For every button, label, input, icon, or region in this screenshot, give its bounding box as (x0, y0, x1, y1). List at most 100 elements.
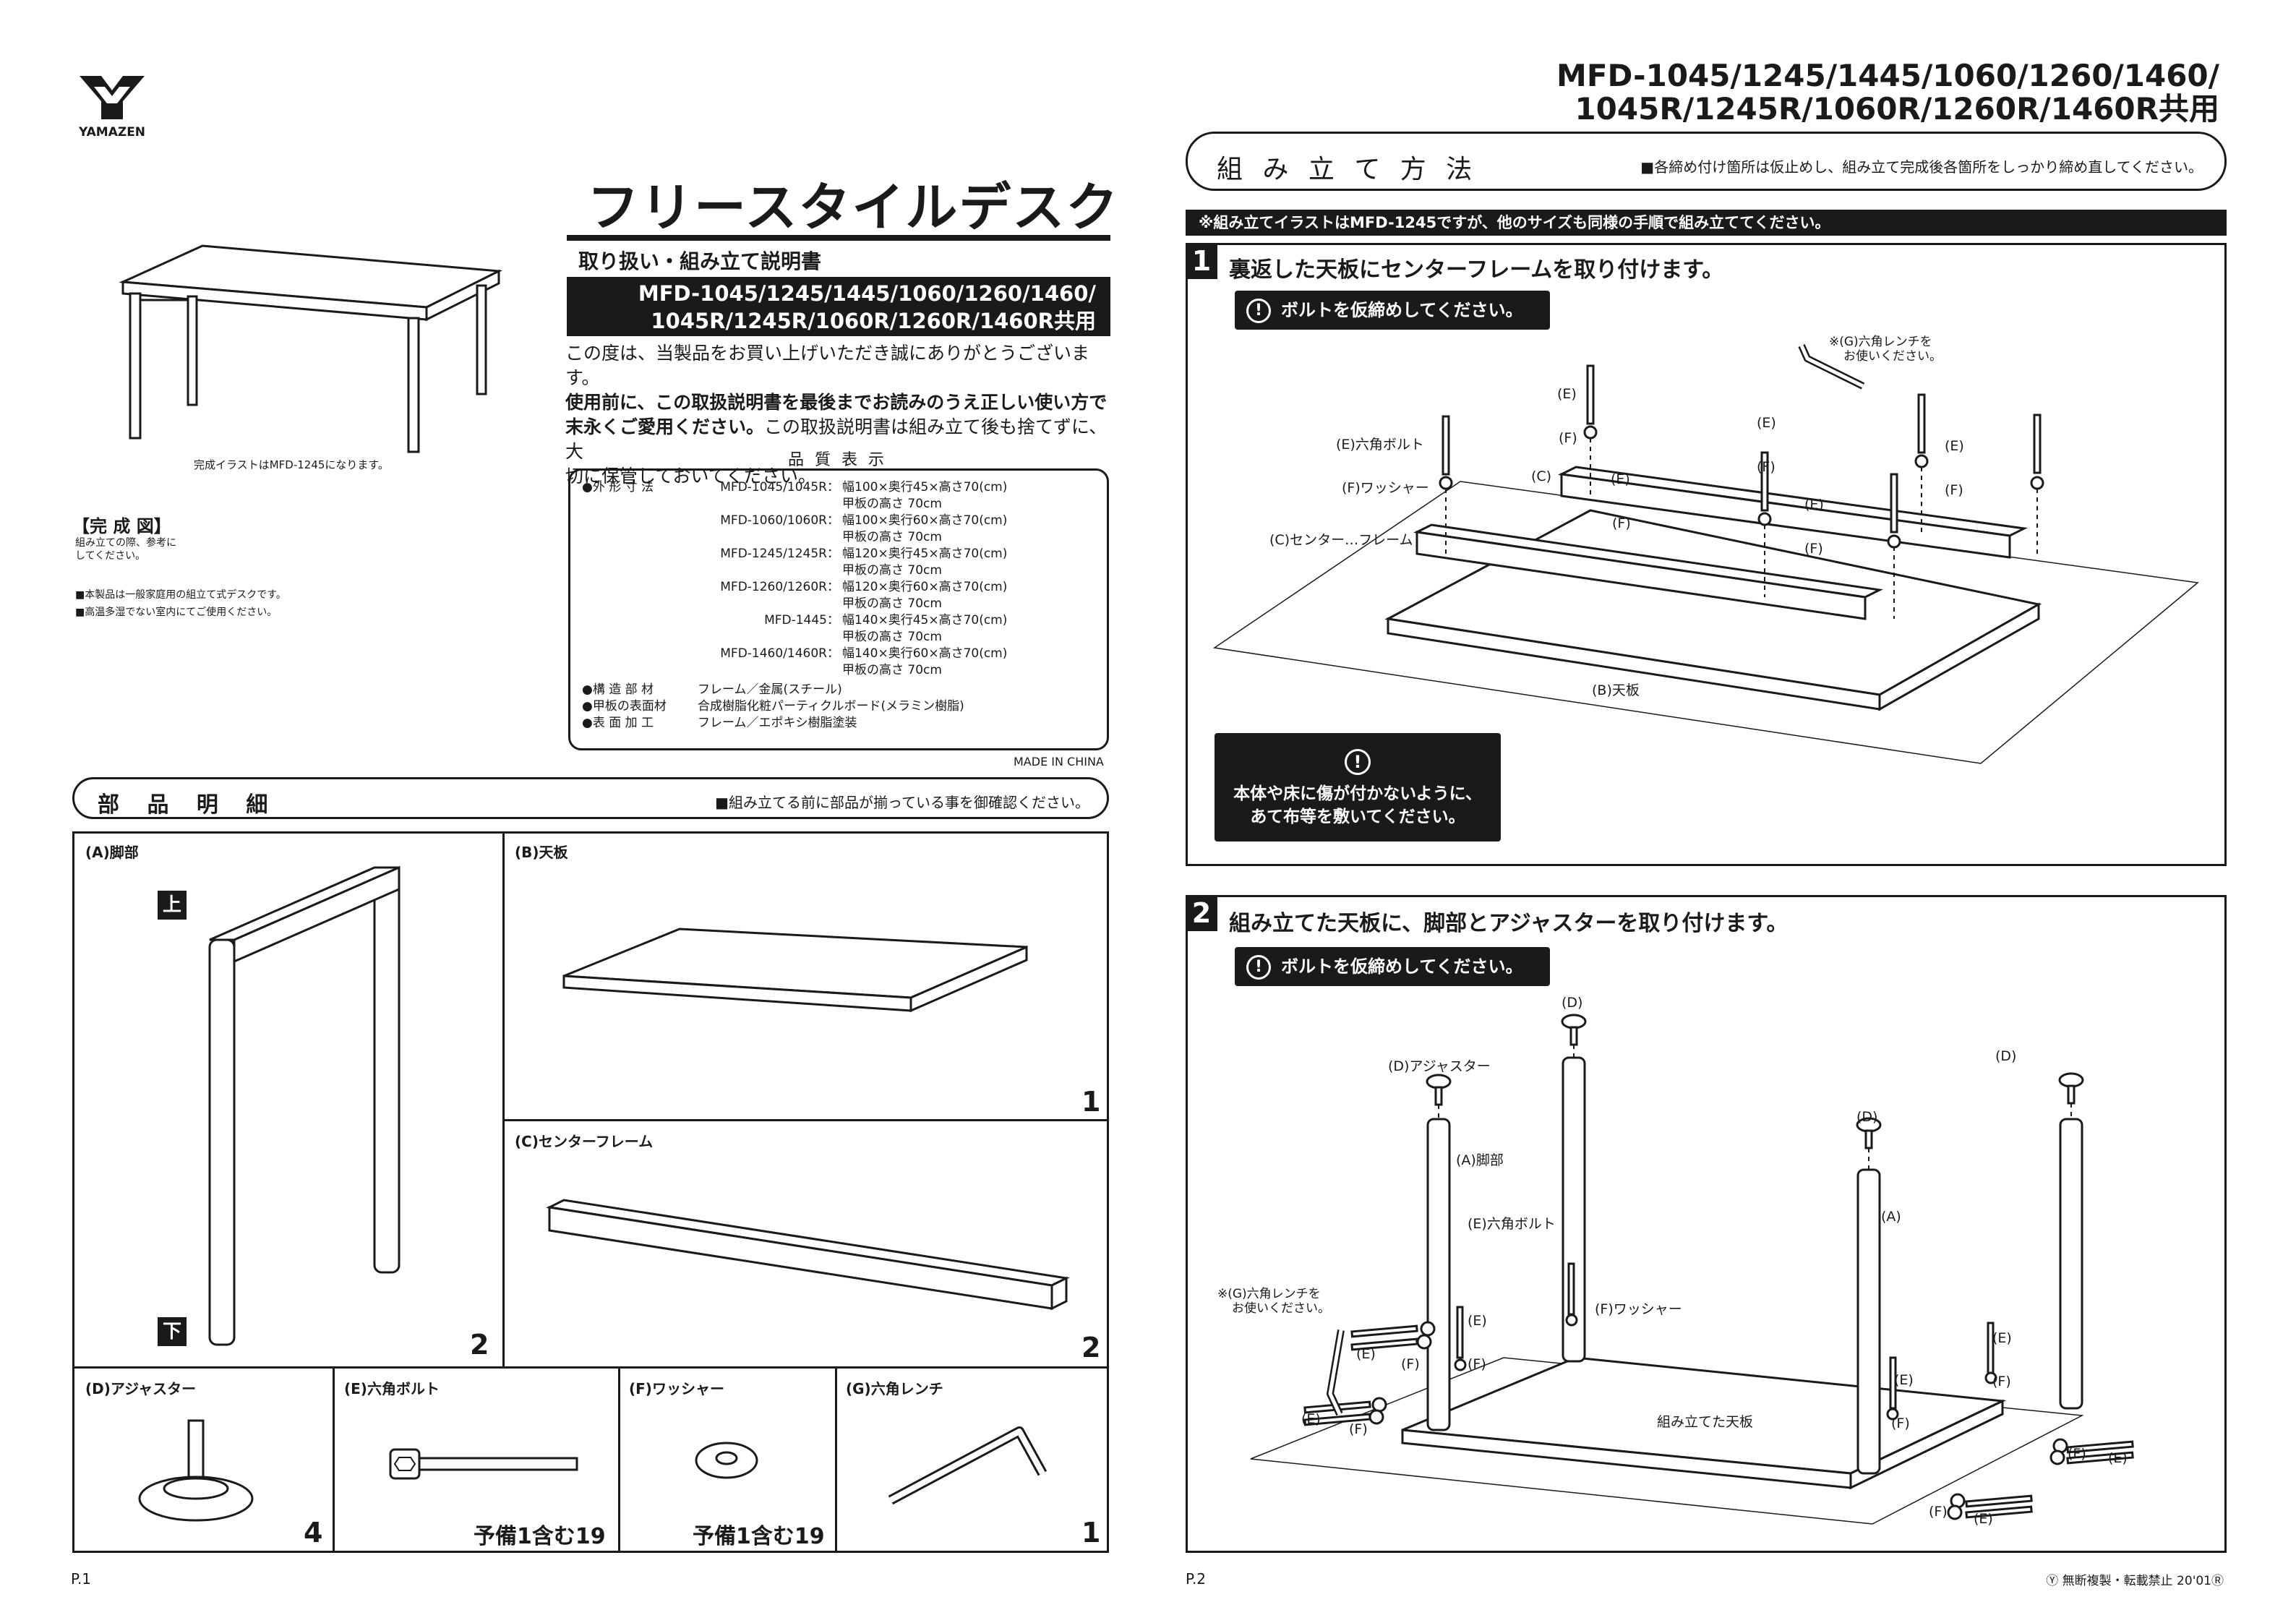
s1-f-5: (F) (1945, 482, 1963, 498)
material-key: ●構 造 部 材 (582, 682, 654, 697)
part-a-top-label: 上 (158, 891, 187, 920)
spec-value: 甲板の高さ 70cm (842, 497, 942, 511)
product-title: フリースタイルデスク (587, 177, 1120, 238)
warning-icon: ! (1246, 955, 1271, 980)
spec-model: MFD-1260/1260R： (720, 580, 839, 594)
spec-model: MFD-1460/1460R： (720, 646, 839, 661)
p2-models-line-2: 1045R/1245R/1060R/1260R/1460R共用 (1575, 91, 2219, 127)
intro-line-3a: 末永くご愛用ください。 (565, 416, 765, 437)
material-row: ●甲板の表面材合成樹脂化粧パーティクルボード(メラミン樹脂) (582, 698, 1095, 715)
s2-d-adjuster: (D)アジャスター (1388, 1058, 1491, 1074)
p2-models: MFD-1045/1245/1445/1060/1260/1460/ 1045R… (1374, 59, 2219, 126)
spec-value: 甲板の高さ 70cm (842, 630, 942, 644)
part-a-bottom-label: 下 (158, 1317, 187, 1346)
grid-vline-4 (835, 1366, 837, 1553)
illustration-note: ※組み立てイラストはMFD-1245ですが、他のサイズも同様の手順で組み立ててく… (1186, 210, 2227, 236)
step2-illustration (1186, 895, 2227, 1553)
spec-key: ●外 形 寸 法 (582, 480, 654, 494)
part-a-qty: 2 (470, 1329, 489, 1361)
spec-value: 甲板の高さ 70cm (842, 596, 942, 611)
spec-row: MFD-1260/1260R：幅120×奥行60×高さ70(cm) (582, 579, 1095, 596)
step1-number: 1 (1186, 243, 1217, 279)
s2-wrench-note-1: ※(G)六角レンチを (1217, 1287, 1321, 1301)
step1-title: 裏返した天板にセンターフレームを取り付けます。 (1229, 257, 1724, 283)
spec-row: 甲板の高さ 70cm (582, 562, 1095, 579)
s2-e-4: (E) (1894, 1372, 1914, 1388)
s1-label-e-bolt: (E)六角ボルト (1336, 437, 1424, 453)
material-row: ●表 面 加 工 フレーム／エポキシ樹脂塗装 (582, 715, 1095, 732)
spec-model: MFD-1245/1245R： (720, 547, 839, 561)
completion-caption: 完成イラストはMFD-1245になります。 (194, 458, 389, 471)
s1-e-3: (E) (1757, 415, 1776, 431)
s2-e-2: (E) (1356, 1346, 1376, 1362)
s2-f-washer: (F)ワッシャー (1595, 1301, 1682, 1317)
note-2: ■高温多湿でない室内にてご使用ください。 (75, 607, 278, 618)
material-key: ●甲板の表面材 (582, 699, 667, 714)
part-f-name: (F)ワッシャー (629, 1380, 724, 1397)
s1-e-5: (E) (1945, 438, 1964, 454)
s2-e-7: (E) (1974, 1511, 1993, 1527)
s1-f-4: (F) (1804, 541, 1823, 557)
part-b-top-illustration (557, 918, 1034, 1041)
quality-title: 品 質 表 示 (788, 451, 887, 469)
page1-number: P.1 (71, 1570, 92, 1588)
spec-key (582, 562, 698, 579)
assembly-header: 組 み 立 て 方 法 ■各締め付け箇所は仮止めし、組み立て完成後各箇所をしっか… (1186, 132, 2227, 191)
part-g-wrench-illustration (882, 1417, 1063, 1511)
spec-model (698, 629, 842, 646)
s1-wrench-note-2: お使いください。 (1843, 349, 1942, 364)
s2-f-7: (F) (1929, 1504, 1948, 1520)
part-g-qty: 1 (1081, 1517, 1101, 1549)
s2-e-bolt: (E)六角ボルト (1468, 1216, 1556, 1232)
caution-line-1: 本体や床に傷が付かないように、 (1233, 784, 1482, 803)
s2-wrench-note-2: お使いください。 (1232, 1301, 1330, 1316)
spec-key (582, 646, 698, 662)
spec-row: MFD-1060/1060R：幅100×奥行60×高さ70(cm) (582, 513, 1095, 529)
intro-line-3b: この取扱説明書は組み立て後も捨てずに、大 (565, 416, 1108, 462)
s2-a: (A) (1881, 1209, 1901, 1225)
step2-number: 2 (1186, 895, 1217, 931)
spec-row: 甲板の高さ 70cm (582, 629, 1095, 646)
part-c-frame-illustration (542, 1193, 1070, 1309)
spec-model: MFD-1445： (764, 613, 839, 628)
spec-value: 幅100×奥行45×高さ70(cm) (842, 480, 1008, 494)
step1-warning: !ボルトを仮締めしてください。 (1235, 291, 1550, 330)
material-value: フレーム／エポキシ樹脂塗装 (698, 716, 857, 730)
part-e-qty: 予備1含む19 (474, 1524, 606, 1549)
brand-name: YAMAZEN (78, 125, 146, 140)
s2-e-5: (E) (1992, 1330, 2012, 1346)
material-list: ●構 造 部 材フレーム／金属(スチール)●甲板の表面材合成樹脂化粧パーティクル… (582, 682, 1095, 732)
spec-model (698, 496, 842, 513)
part-f-qty: 予備1含む19 (693, 1524, 825, 1549)
part-b-name: (B)天板 (515, 844, 568, 861)
material-row: ●構 造 部 材フレーム／金属(スチール) (582, 682, 1095, 698)
s1-label-c-frame-b: フレーム (1358, 532, 1413, 548)
spec-key (582, 513, 698, 529)
manual-subtitle: 取り扱い・組み立て説明書 (578, 249, 822, 273)
s2-e-1: (E) (1468, 1313, 1487, 1329)
s2-d-3: (D) (1856, 1109, 1878, 1125)
s1-label-c-frame-a: (C)センター (1269, 532, 1345, 548)
grid-vline-1 (502, 831, 505, 1366)
part-e-name: (E)六角ボルト (344, 1380, 440, 1397)
part-d-adjuster-illustration (134, 1413, 264, 1529)
s1-e-2: (E) (1611, 471, 1630, 487)
spec-value: 幅140×奥行60×高さ70(cm) (842, 646, 1008, 661)
intro-line-2: 使用前に、この取扱説明書を最後までお読みのうえ正しい使い方で (565, 392, 1108, 413)
s2-e-3: (E) (1301, 1411, 1321, 1427)
note-1: ■本製品は一般家庭用の組立て式デスクです。 (75, 589, 286, 601)
spec-value: 幅100×奥行60×高さ70(cm) (842, 513, 1008, 528)
material-key: ●表 面 加 工 (582, 716, 654, 730)
step2-title: 組み立てた天板に、脚部とアジャスターを取り付けます。 (1229, 911, 1789, 936)
part-c-qty: 2 (1081, 1332, 1101, 1363)
s1-f-2: (F) (1612, 515, 1631, 531)
part-a-leg-illustration (195, 860, 427, 1352)
page2-number: P.2 (1186, 1570, 1207, 1588)
spec-model: MFD-1060/1060R： (720, 513, 839, 528)
step1-box (1186, 243, 2227, 866)
models-bar: MFD-1045/1245/1445/1060/1260/1460/ 1045R… (567, 277, 1110, 336)
parts-grid (72, 831, 1109, 1553)
spec-row: MFD-1460/1460R：幅140×奥行60×高さ70(cm) (582, 646, 1095, 662)
spec-row: 甲板の高さ 70cm (582, 596, 1095, 612)
step1-caution: ! 本体や床に傷が付かないように、 あて布等を敷いてください。 (1215, 733, 1501, 842)
